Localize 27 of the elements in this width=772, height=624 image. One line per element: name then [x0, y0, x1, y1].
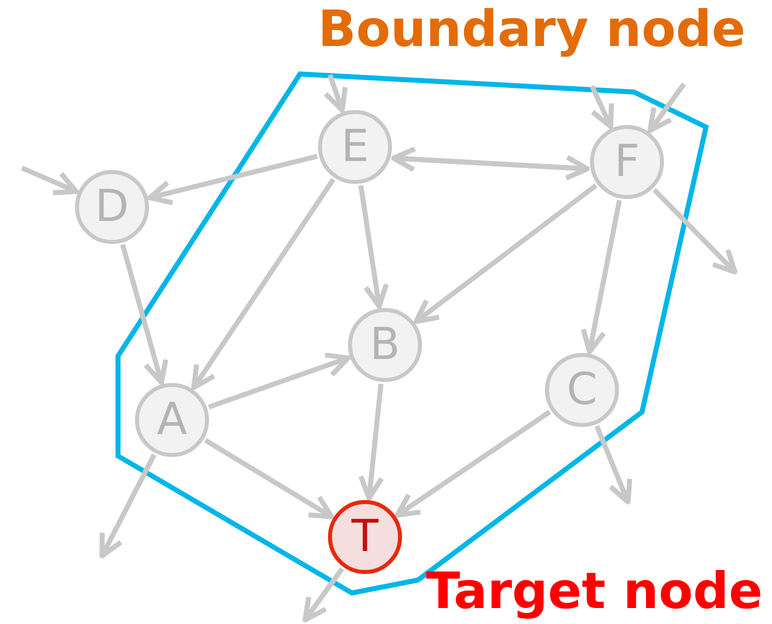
- arrow: [652, 188, 738, 274]
- node-label: T: [352, 515, 378, 559]
- arrow: [21, 166, 79, 196]
- node-label: C: [566, 368, 598, 412]
- arrow: [204, 438, 334, 520]
- node-label: A: [156, 398, 188, 442]
- arrow: [394, 410, 552, 518]
- node-circle: [135, 383, 209, 457]
- target-node-circle: [328, 500, 402, 574]
- node-label: B: [370, 323, 400, 367]
- arrow: [323, 74, 348, 113]
- node-circle: [590, 125, 664, 199]
- arrow: [358, 384, 384, 501]
- arrow: [358, 185, 389, 309]
- arrow: [147, 154, 318, 206]
- node-label: F: [614, 140, 640, 184]
- arrow: [208, 352, 351, 410]
- arrow: [120, 244, 168, 385]
- arrow: [414, 184, 598, 324]
- arrow: [100, 454, 156, 558]
- arrow: [580, 200, 622, 354]
- arrow: [191, 178, 336, 390]
- arrow: [590, 84, 614, 130]
- arrow: [648, 82, 686, 133]
- arrow: [594, 425, 632, 504]
- node-label: E: [341, 125, 369, 169]
- node-label: D: [95, 185, 129, 229]
